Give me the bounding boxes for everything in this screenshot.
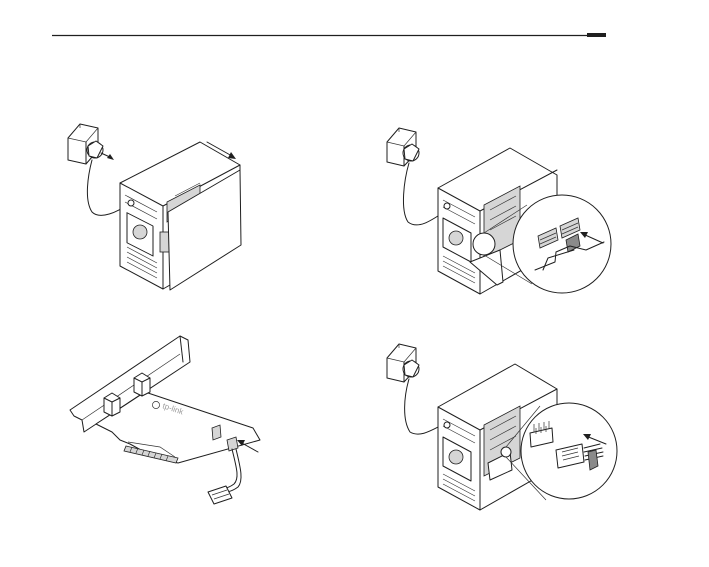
header-marker <box>587 33 606 37</box>
step-3-illustration: tp-link <box>70 336 260 504</box>
power-plug-icon <box>68 124 103 164</box>
removal-arrow-icon <box>101 153 114 160</box>
antenna-connector-icon <box>134 373 150 396</box>
antenna-connector-icon <box>104 393 120 416</box>
step-2-illustration <box>387 128 611 294</box>
power-plug-icon <box>387 344 419 382</box>
step-4-illustration <box>387 344 617 510</box>
power-plug-icon <box>387 128 419 166</box>
step-1-illustration <box>68 124 241 290</box>
